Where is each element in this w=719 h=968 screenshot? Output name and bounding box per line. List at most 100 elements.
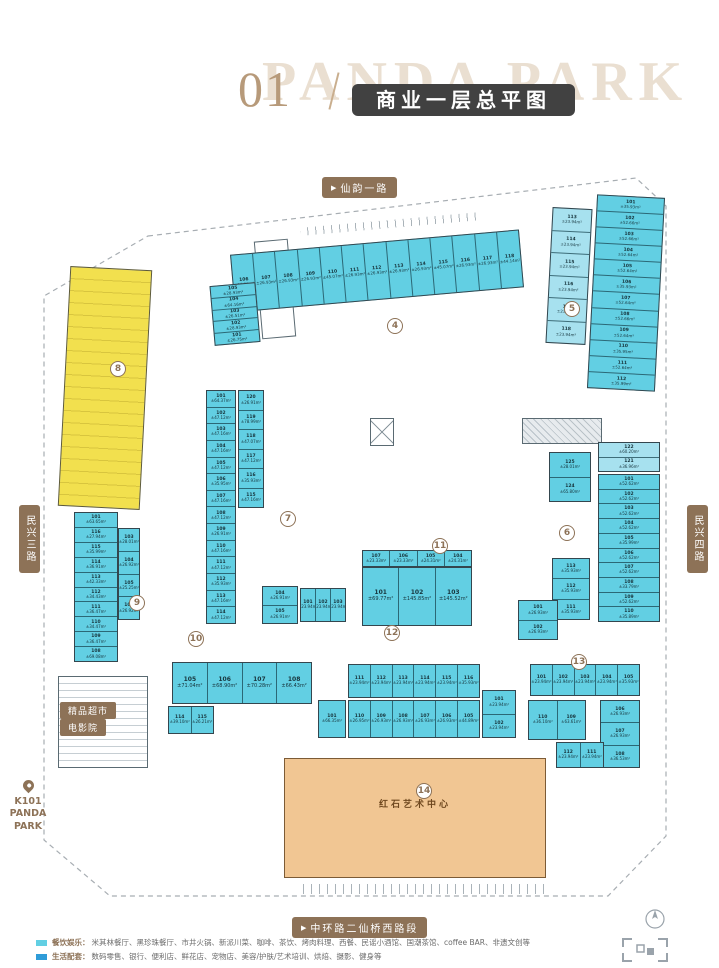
unit-111: 111±35.93m² <box>553 598 589 619</box>
unit-106: 106±52.62m² <box>599 547 659 563</box>
unit-115: 115±26.21m² <box>190 707 214 733</box>
unit-102: 102±23.94m² <box>551 665 574 695</box>
building-badge-9: 9 <box>129 595 145 611</box>
project-line: K101 <box>14 796 42 807</box>
unit-114: 114±39.10m² <box>169 715 190 725</box>
unit-112: 112±35.93m² <box>553 578 589 598</box>
unit-108: 108±47.12m² <box>207 506 235 523</box>
unit-107: 107±52.62m² <box>599 562 659 577</box>
service-block-ramp <box>522 418 602 444</box>
unit-111: 111±23.94m² <box>349 676 370 686</box>
legend-items: 米其林餐厅、黑珍珠餐厅、市井火锅、新派川菜、咖啡、茶饮、烤肉料理、西餐、民谣小酒… <box>91 938 530 947</box>
building-badge-7: 7 <box>280 511 296 527</box>
unit-104: 104±47.16m² <box>207 439 235 457</box>
unit-112: 112±23.94m² <box>558 750 579 760</box>
building-badge-11: 11 <box>432 538 448 554</box>
unit-102: 102±145.85m² <box>398 568 434 625</box>
page-number: 01 <box>238 61 292 117</box>
unit-109: 109±26.93m² <box>369 701 392 737</box>
legend: 餐饮娱乐： 米其林餐厅、黑珍珠餐厅、市井火锅、新派川菜、咖啡、茶饮、烤肉料理、西… <box>36 937 530 965</box>
building-label: 红石艺术中心 <box>378 800 451 810</box>
unit-117: 117±47.12m² <box>239 448 263 469</box>
building-12-east-strip: 101±23.94m² 102±23.94m² <box>482 690 516 738</box>
legend-category: 生活配套： <box>52 952 90 961</box>
location-pin-icon <box>20 777 36 794</box>
unit-102: 102±26.93m² <box>519 619 557 640</box>
unit-101: 101±23.94m² <box>488 697 510 707</box>
unit-114: 114±23.94m² <box>551 229 591 255</box>
cinema-label: 电影院 <box>60 719 107 736</box>
unit-104: 104±26.92m² <box>119 550 139 574</box>
unit-114: 114±47.12m² <box>207 606 235 623</box>
unit-116: 116±35.93m² <box>457 665 479 697</box>
unit-111: 111±23.94m² <box>579 743 604 767</box>
unit-114: 114±36.91m² <box>75 556 117 572</box>
unit-110: 110±47.16m² <box>207 539 235 557</box>
unit-103: 103±145.52m² <box>434 568 471 625</box>
building-badge-5: 5 <box>564 301 580 317</box>
unit-105: 105±44.89m² <box>457 701 479 737</box>
unit-103: 103±52.62m² <box>599 503 659 518</box>
unit-119: 119±78.99m² <box>239 409 263 430</box>
unit-107: 107±70.28m² <box>241 663 277 703</box>
compass-icon <box>645 909 665 929</box>
building-badge-14: 14 <box>416 783 432 799</box>
road-label-bottom: ▶ 中环路二仙桥西路段 <box>292 917 428 938</box>
unit-113: 113±42.33m² <box>75 571 117 587</box>
unit-112: 112±35.99m² <box>588 371 655 391</box>
unit-107: 107±26.93m² <box>413 701 435 737</box>
building-badge-4: 4 <box>387 318 403 334</box>
unit-115: 115±23.94m² <box>550 252 590 277</box>
building-badge-10: 10 <box>188 631 204 647</box>
unit-118: 118±44.14m² <box>495 230 523 289</box>
unit-112: 112±23.94m² <box>369 665 392 697</box>
unit-125: 125±28.01m² <box>559 459 581 470</box>
unit-106: 106±26.93m² <box>609 706 631 717</box>
unit-101: 101±66.35m² <box>321 714 343 724</box>
unit-108: 108±36.53m² <box>601 744 639 767</box>
unit-103: 103±28.01m² <box>119 535 139 545</box>
unit-106: 106±26.93m² <box>435 701 457 737</box>
unit-111: 111±36.47m² <box>75 601 117 616</box>
road-name: 中环路二仙桥西路段 <box>310 924 419 935</box>
unit-104: 104±26.91m² <box>269 590 291 601</box>
road-name: 民兴四路 <box>692 515 703 563</box>
building-9-east: 103±28.01m²104±26.92m²105±25.25m²106±26.… <box>118 528 140 620</box>
unit-108: 108±69.08m² <box>75 646 117 661</box>
unit-109: 109±52.62m² <box>599 591 659 607</box>
unit-102: 102±23.94m² <box>483 713 515 738</box>
project-mark: K101 PANDA PARK <box>5 777 51 833</box>
unit-112: 112±34.43m² <box>75 586 117 602</box>
unit-111: 111±47.12m² <box>207 556 235 573</box>
unit-101: 101±26.93m² <box>527 605 549 615</box>
building-badge-8: 8 <box>110 361 126 377</box>
unit-110: 110±36.10m² <box>532 715 553 725</box>
unit-112: 112±35.93m² <box>207 573 235 590</box>
legend-row: 生活配套： 数码零售、银行、便利店、鲜花店、宠物店、美容/护肤/艺术培训、烘焙、… <box>36 951 530 962</box>
unit-105: 105±47.12m² <box>207 456 235 474</box>
unit-108: 108±66.43m² <box>276 663 311 703</box>
unit-103: 103±23.94m² <box>573 665 596 695</box>
unit-105: 105±26.91m² <box>263 604 297 624</box>
unit-107: 107±23.33m² <box>365 553 387 563</box>
unit-122: 122±60.20m² <box>618 444 640 455</box>
unit-106: 106±68.90m² <box>206 663 242 703</box>
building-14: 红石艺术中心 <box>284 758 546 878</box>
arrow-icon: ▶ <box>331 183 337 192</box>
unit-105: 105±71.04m² <box>177 675 203 689</box>
unit-103: 103±23.94m² <box>330 589 345 621</box>
unit-113: 113±23.94m² <box>561 214 583 225</box>
building-13-northwest: 101±26.93m² 102±26.93m² <box>518 600 558 640</box>
